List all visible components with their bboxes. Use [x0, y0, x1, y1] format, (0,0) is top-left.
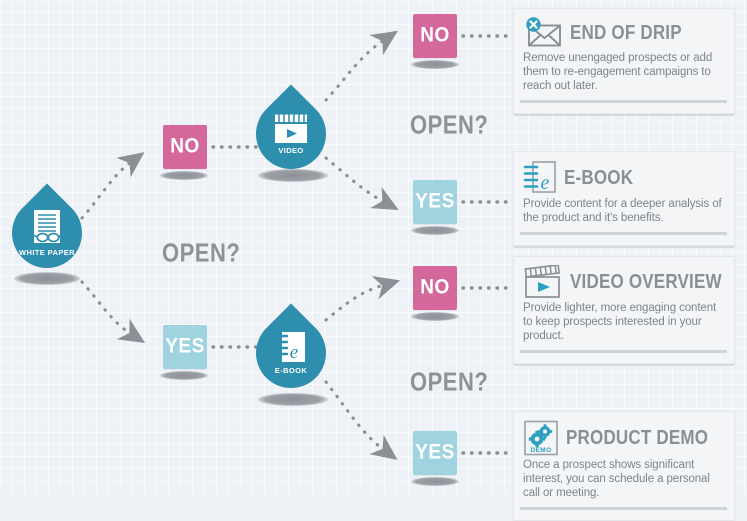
card-header: e E-BOOK: [523, 160, 724, 195]
node-ebook[interactable]: e E-BOOK: [241, 303, 341, 403]
card-header: VIDEO OVERVIEW: [523, 265, 724, 299]
node-ebook-label: E-BOOK: [274, 366, 308, 376]
chip-mid-no-label: NO: [420, 275, 450, 300]
card-rule: [520, 507, 727, 511]
card-e-book[interactable]: e E-BOOK Provide content for a deeper an…: [513, 151, 735, 247]
chip-top-yes-shadow: [411, 226, 459, 235]
svg-text:DEMO: DEMO: [530, 447, 551, 454]
card-title: E-BOOK: [564, 165, 634, 189]
card-title: END OF DRIP: [570, 21, 682, 44]
chip-top-no[interactable]: NO: [413, 14, 457, 58]
node-white-paper-label: WHITE PAPER: [19, 248, 75, 258]
question-label-2: OPEN?: [410, 110, 489, 140]
card-body: Remove unengaged prospects or add them t…: [523, 52, 713, 93]
droplet-content: VIDEO: [256, 99, 326, 169]
chip-top-yes-label: YES: [415, 189, 455, 214]
chip-left-no-label: NO: [170, 134, 200, 159]
chip-left-yes-shadow: [160, 371, 208, 380]
card-body: Once a prospect shows significant intere…: [523, 459, 710, 500]
card-rule: [520, 100, 727, 104]
chip-left-no[interactable]: NO: [163, 125, 207, 169]
white-paper-shadow: [14, 272, 80, 285]
gears-demo-icon: DEMO: [524, 420, 558, 456]
video-droplet-shadow: [258, 169, 328, 182]
chip-left-yes-label: YES: [165, 334, 205, 359]
chip-bottom-yes-label: YES: [415, 440, 455, 465]
card-title: PRODUCT DEMO: [566, 426, 709, 449]
chip-mid-no[interactable]: NO: [413, 266, 457, 310]
chip-left-yes[interactable]: YES: [163, 325, 207, 369]
card-product-demo[interactable]: DEMO PRODUCT DEMO Once a prospect shows …: [513, 411, 735, 521]
chip-top-no-shadow: [411, 60, 459, 69]
ebook-droplet-shadow: [258, 393, 328, 406]
chip-left-no-shadow: [160, 171, 208, 180]
chip-top-yes[interactable]: YES: [413, 180, 457, 224]
card-rule: [520, 350, 727, 354]
video-clapperboard-icon: [275, 114, 307, 144]
svg-text:e: e: [541, 172, 550, 194]
card-header: END OF DRIP: [523, 17, 724, 49]
chip-top-no-label: NO: [420, 23, 450, 48]
question-label-1: OPEN?: [162, 238, 241, 268]
ebook-notebook-icon: e: [523, 161, 556, 194]
envelope-x-icon: [526, 17, 561, 47]
card-video-overview[interactable]: VIDEO OVERVIEW Provide lighter, more eng…: [513, 256, 735, 365]
node-video[interactable]: VIDEO: [241, 84, 341, 184]
svg-text:e: e: [290, 342, 298, 363]
ebook-notebook-icon: e: [275, 332, 305, 363]
white-paper-document-icon: [32, 210, 62, 244]
card-body: Provide lighter, more engaging content t…: [523, 302, 717, 343]
chip-bottom-yes-shadow: [411, 477, 459, 486]
card-body: Provide content for a deeper analysis of…: [523, 198, 722, 225]
droplet-content: WHITE PAPER: [12, 198, 82, 268]
droplet-content: e E-BOOK: [256, 318, 326, 388]
video-clapperboard-icon: [524, 265, 561, 298]
card-header: DEMO PRODUCT DEMO: [523, 420, 724, 456]
question-label-3: OPEN?: [410, 367, 489, 397]
card-rule: [520, 232, 727, 236]
card-title: VIDEO OVERVIEW: [570, 270, 722, 293]
card-end-of-drip[interactable]: END OF DRIP Remove unengaged prospects o…: [513, 8, 735, 115]
chip-bottom-yes[interactable]: YES: [413, 431, 457, 475]
node-video-label: VIDEO: [278, 146, 304, 156]
chip-mid-no-shadow: [411, 312, 459, 321]
node-white-paper[interactable]: WHITE PAPER: [0, 183, 97, 283]
